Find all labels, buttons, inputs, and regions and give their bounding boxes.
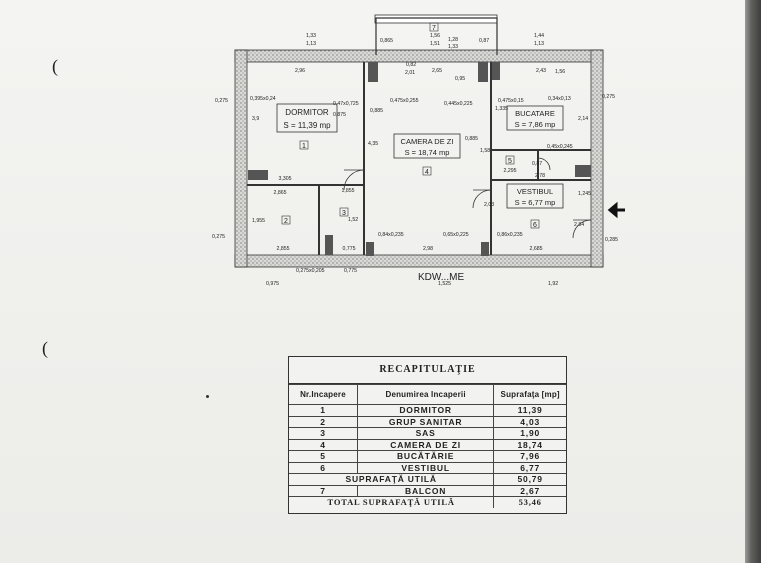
room-name: VESTIBUL	[517, 187, 553, 196]
interior-walls	[247, 62, 591, 255]
svg-text:0,865: 0,865	[380, 38, 393, 44]
svg-text:0,275x0,205: 0,275x0,205	[296, 268, 325, 274]
scanner-edge	[745, 0, 761, 563]
speck	[206, 395, 209, 398]
punch-mark: (	[42, 338, 48, 358]
watermark: KDW...ME	[418, 272, 464, 283]
column-header: Nr.Incapere	[289, 384, 358, 405]
svg-text:2,295: 2,295	[504, 168, 517, 174]
svg-text:0,275: 0,275	[215, 98, 228, 104]
recap-table: RECAPITULAŢIE Nr.Incapere Denumirea Inca…	[288, 356, 567, 514]
svg-text:1,56: 1,56	[430, 33, 440, 39]
svg-text:0,475x0,255: 0,475x0,255	[390, 98, 419, 104]
table-header-row: Nr.Incapere Denumirea Incaperii Suprafaţ…	[289, 384, 566, 405]
svg-text:3,305: 3,305	[279, 176, 292, 182]
svg-text:0,87: 0,87	[479, 38, 489, 44]
svg-text:0,275: 0,275	[602, 94, 615, 100]
svg-text:2,855: 2,855	[277, 246, 290, 252]
svg-text:1,855: 1,855	[342, 188, 355, 194]
svg-text:0,45x0,245: 0,45x0,245	[547, 144, 573, 150]
svg-text:2,78: 2,78	[535, 173, 545, 179]
svg-text:1,335: 1,335	[495, 106, 508, 112]
svg-text:2,84: 2,84	[574, 222, 584, 228]
svg-text:3,9: 3,9	[252, 116, 259, 122]
svg-text:1,33: 1,33	[306, 33, 316, 39]
svg-text:2,14: 2,14	[578, 116, 588, 122]
svg-text:3: 3	[342, 210, 346, 217]
room-area: S = 18,74 mp	[405, 148, 450, 157]
floor-plan: DORMITOR S = 11,39 mp 1 CAMERA DE ZI S =…	[200, 10, 640, 300]
recap-title: RECAPITULAŢIE	[289, 357, 566, 384]
svg-text:0,395x0,24: 0,395x0,24	[250, 96, 276, 102]
svg-text:4,35: 4,35	[368, 141, 378, 147]
svg-text:5: 5	[508, 158, 512, 165]
column-header: Denumirea Incaperii	[356, 384, 495, 405]
svg-text:0,275: 0,275	[212, 234, 225, 240]
svg-text:1: 1	[302, 143, 306, 150]
svg-text:0,87: 0,87	[532, 161, 542, 167]
room-area: S = 11,39 mp	[283, 121, 331, 130]
svg-text:0,285: 0,285	[605, 237, 618, 243]
room-name: DORMITOR	[285, 108, 329, 117]
recap-grid: Nr.Incapere Denumirea Incaperii Suprafaţ…	[289, 384, 566, 508]
column-header: Suprafaţa [mp]	[493, 384, 566, 405]
svg-text:1,56: 1,56	[555, 69, 565, 75]
svg-text:0,82: 0,82	[406, 62, 416, 68]
svg-text:0,95: 0,95	[455, 76, 465, 82]
svg-text:0,875: 0,875	[333, 112, 346, 118]
svg-text:0,775: 0,775	[343, 246, 356, 252]
svg-text:7: 7	[432, 25, 436, 32]
room-area: S = 6,77 mp	[515, 198, 556, 207]
room-name: BUCATARE	[515, 109, 555, 118]
svg-text:1,58: 1,58	[480, 148, 490, 154]
svg-text:0,47x0,725: 0,47x0,725	[333, 101, 359, 107]
room-name: CAMERA DE ZI	[401, 137, 454, 146]
svg-text:1,52: 1,52	[348, 217, 358, 223]
svg-text:1,955: 1,955	[252, 218, 265, 224]
svg-text:0,775: 0,775	[344, 268, 357, 274]
svg-text:0,65x0,225: 0,65x0,225	[443, 232, 469, 238]
svg-text:0,34x0,13: 0,34x0,13	[548, 96, 571, 102]
svg-text:0,84x0,235: 0,84x0,235	[378, 232, 404, 238]
svg-text:2,98: 2,98	[423, 246, 433, 252]
svg-text:0,475x0,15: 0,475x0,15	[498, 98, 524, 104]
svg-text:6: 6	[533, 222, 537, 229]
svg-text:2,865: 2,865	[274, 190, 287, 196]
svg-text:0,975: 0,975	[266, 281, 279, 287]
svg-text:2: 2	[284, 218, 288, 225]
svg-text:1,33: 1,33	[448, 44, 458, 50]
svg-text:2,01: 2,01	[405, 70, 415, 76]
svg-text:2,96: 2,96	[295, 68, 305, 74]
svg-text:0,86x0,235: 0,86x0,235	[497, 232, 523, 238]
svg-text:1,51: 1,51	[430, 41, 440, 47]
svg-text:2,685: 2,685	[530, 246, 543, 252]
svg-text:0,885: 0,885	[465, 136, 478, 142]
svg-text:1,13: 1,13	[534, 41, 544, 47]
svg-text:1,44: 1,44	[534, 33, 544, 39]
svg-text:0,885: 0,885	[370, 108, 383, 114]
outer-walls	[234, 14, 604, 268]
room-area: S = 7,86 mp	[515, 120, 556, 129]
svg-text:1,28: 1,28	[448, 37, 458, 43]
svg-text:1,92: 1,92	[548, 281, 558, 287]
svg-text:2,65: 2,65	[432, 68, 442, 74]
svg-text:4: 4	[425, 169, 429, 176]
svg-text:1,245: 1,245	[578, 191, 591, 197]
svg-text:2,03: 2,03	[484, 202, 494, 208]
svg-text:0,445x0,225: 0,445x0,225	[444, 101, 473, 107]
svg-text:1,13: 1,13	[306, 41, 316, 47]
svg-text:1,525: 1,525	[438, 281, 451, 287]
punch-mark: (	[52, 56, 58, 76]
svg-text:2,43: 2,43	[536, 68, 546, 74]
